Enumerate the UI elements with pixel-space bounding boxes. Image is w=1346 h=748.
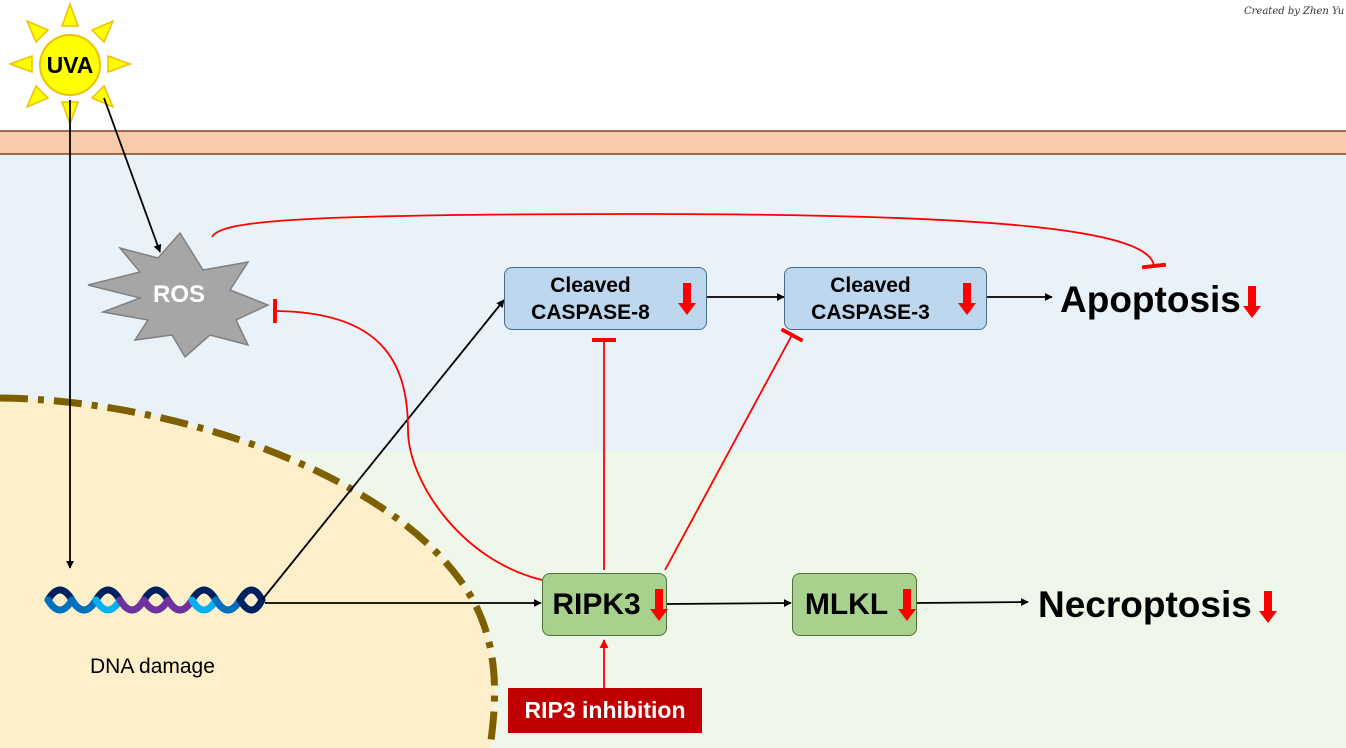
mlkl-box: MLKL — [792, 573, 917, 636]
down-arrow-icon — [958, 283, 976, 315]
arrow-mlkl-to-necroptosis — [916, 598, 1029, 607]
ripk3-label: RIPK3 — [552, 587, 641, 621]
cell-membrane — [0, 131, 1346, 154]
nucleus — [0, 398, 495, 748]
dna-helix-icon — [44, 586, 266, 614]
down-arrow-icon — [1243, 286, 1261, 318]
down-arrow-icon — [650, 589, 668, 621]
caspase3-line1: Cleaved — [830, 273, 911, 297]
sun-icon — [7, 1, 133, 127]
inhibition-ripk3-to-ros — [272, 298, 543, 581]
inhibition-ripk3-to-caspase3 — [664, 327, 804, 571]
caspase8-line1: Cleaved — [550, 273, 631, 297]
apoptosis-label: Apoptosis — [1060, 279, 1241, 320]
rip3-inhibition-label: RIP3 inhibition — [524, 697, 686, 723]
arrow-ripk3-to-mlkl — [666, 599, 792, 608]
caspase3-line2: CASPASE-3 — [811, 300, 930, 324]
arrow-dna-to-caspase8 — [261, 299, 505, 601]
down-arrow-icon — [1259, 591, 1277, 623]
starburst-icon — [87, 231, 270, 359]
down-arrow-icon — [678, 283, 696, 315]
down-arrow-icon — [898, 589, 916, 621]
dna-damage-label: DNA damage — [90, 655, 215, 678]
necroptosis-label: Necroptosis — [1038, 584, 1252, 625]
caspase3-box: Cleaved CASPASE-3 — [784, 267, 987, 330]
mlkl-label: MLKL — [804, 587, 889, 621]
rip3-inhibition-box: RIP3 inhibition — [508, 688, 702, 733]
ros-label: ROS — [152, 281, 205, 308]
credit-text: Created by Zhen Yu — [1244, 6, 1345, 17]
uva-label: UVA — [46, 52, 94, 78]
arrow-uva-to-ros — [103, 97, 162, 253]
caspase8-line2: CASPASE-8 — [531, 300, 650, 324]
nuclear-envelope — [0, 394, 499, 748]
caspase8-box: Cleaved CASPASE-8 — [504, 267, 707, 330]
ripk3-box: RIPK3 — [542, 573, 667, 636]
inhibition-ros-to-apoptosis — [211, 213, 1167, 270]
